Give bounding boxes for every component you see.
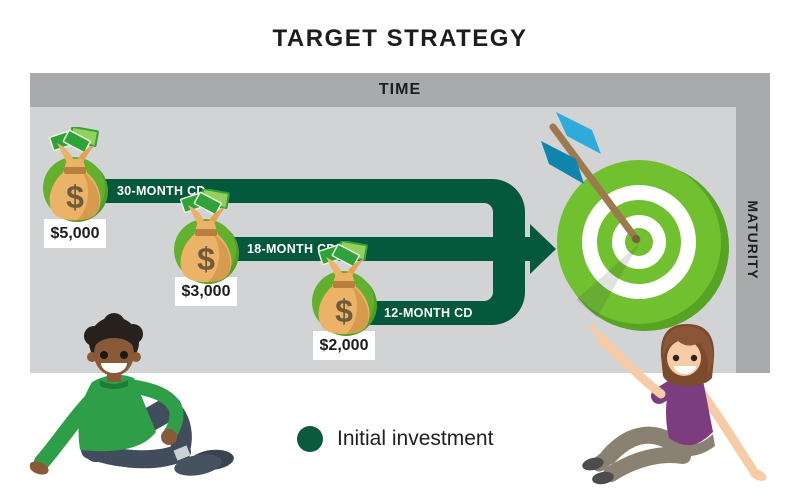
man-illustration [30, 313, 234, 476]
dollar-sign: $ [197, 241, 215, 277]
maturity-axis: MATURITY [736, 107, 770, 373]
banknotes-icon [48, 127, 99, 154]
legend-label: Initial investment [337, 427, 494, 450]
money-bag-icon: $ [174, 189, 239, 284]
page-title: TARGET STRATEGY [272, 25, 528, 52]
initial-investment-dot-icon [297, 426, 323, 452]
money-bag-icon: $ [43, 127, 108, 222]
dollar-sign: $ [66, 179, 84, 215]
woman-illustration [582, 324, 767, 485]
dollar-sign: $ [335, 293, 353, 329]
amount-tag: $2,000 [313, 331, 375, 360]
money-bag-icon: $ [312, 241, 377, 336]
time-axis: TIME [30, 73, 770, 107]
time-axis-label: TIME [378, 81, 422, 98]
maturity-axis-label: MATURITY [745, 200, 761, 280]
legend: Initial investment [297, 426, 493, 452]
cd-term-label-12: 12-MONTH CD [384, 306, 473, 320]
